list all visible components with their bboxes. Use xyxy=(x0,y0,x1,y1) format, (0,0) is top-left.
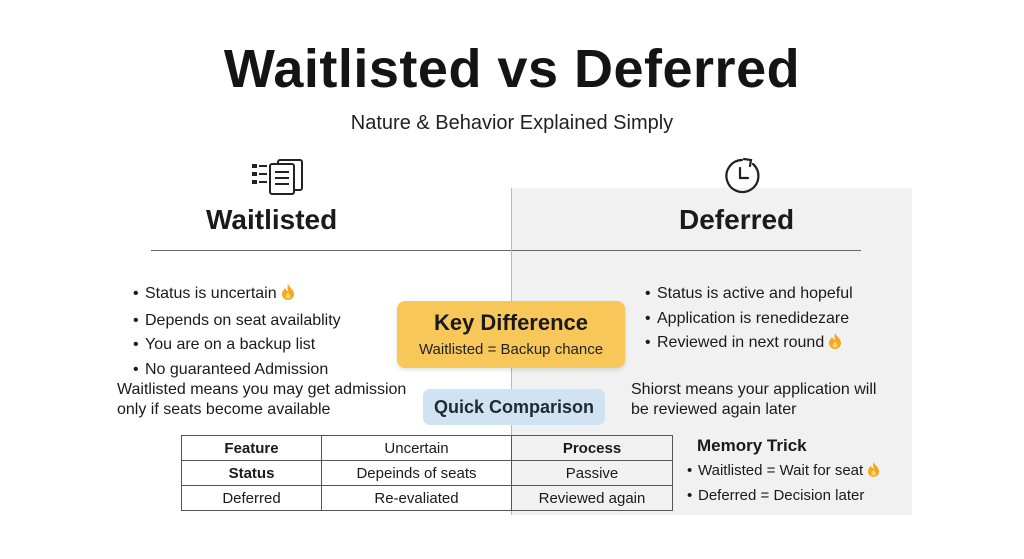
page-title: Waitlisted vs Deferred xyxy=(223,39,801,99)
table-cell: Re-evaliated xyxy=(321,485,512,511)
table-cell: Status xyxy=(181,460,322,486)
table-cell: Reviewed again xyxy=(511,485,673,511)
list-item: •Deferred = Decision later xyxy=(687,487,865,504)
table-row: Status Depeinds of seats Passive xyxy=(181,460,673,486)
table-cell: Passive xyxy=(511,460,673,486)
table-cell: Uncertain xyxy=(321,435,512,461)
flame-emoji-icon xyxy=(828,332,842,358)
table-cell: Feature xyxy=(181,435,322,461)
comparison-table: Feature Uncertain Process Status Depeind… xyxy=(181,435,673,511)
flame-emoji-icon xyxy=(867,461,880,484)
table-cell: Deferred xyxy=(181,485,322,511)
key-difference-title: Key Difference xyxy=(433,310,589,335)
table-cell: Process xyxy=(511,435,673,461)
list-item: •Reviewed in next round xyxy=(645,331,853,358)
waitlisted-bullet-list: •Status is uncertain •Depends on seat av… xyxy=(133,282,341,382)
key-difference-text: Waitlisted = Backup chance xyxy=(418,341,604,358)
table-row: Deferred Re-evaliated Reviewed again xyxy=(181,485,673,511)
list-document-icon xyxy=(250,158,306,196)
list-item: •Depends on seat availablity xyxy=(133,311,341,329)
table-cell: Depeinds of seats xyxy=(321,460,512,486)
right-heading-rule xyxy=(512,250,861,251)
memory-trick-list: •Waitlisted = Wait for seat •Deferred = … xyxy=(687,459,880,507)
list-item: •Status is active and hopeful xyxy=(645,285,853,302)
key-difference-box: Key Difference Waitlisted = Backup chanc… xyxy=(397,301,625,368)
list-item: •Status is uncertain xyxy=(133,282,341,309)
deferred-note: Shiorst means your application will be r… xyxy=(631,381,877,418)
deferred-heading: Deferred xyxy=(679,204,795,235)
waitlisted-note: Waitlisted means you may get admission o… xyxy=(117,381,407,418)
waitlisted-heading: Waitlisted xyxy=(206,204,338,235)
left-heading-rule xyxy=(151,250,511,251)
deferred-bullet-list: •Status is active and hopeful •Applicati… xyxy=(645,282,853,358)
flame-emoji-icon xyxy=(281,283,295,309)
memory-trick-title: Memory Trick xyxy=(697,436,807,455)
list-item: •No guaranteed Admission xyxy=(133,360,329,378)
list-item: •Waitlisted = Wait for seat xyxy=(687,459,880,484)
page-subtitle: Nature & Behavior Explained Simply xyxy=(350,112,674,134)
table-row: Feature Uncertain Process xyxy=(181,435,673,461)
quick-comparison-label: Quick Comparison xyxy=(423,389,605,425)
list-item: •You are on a backup list xyxy=(133,336,316,353)
list-item: •Application is renedidezare xyxy=(645,309,850,327)
clock-icon xyxy=(720,156,762,196)
